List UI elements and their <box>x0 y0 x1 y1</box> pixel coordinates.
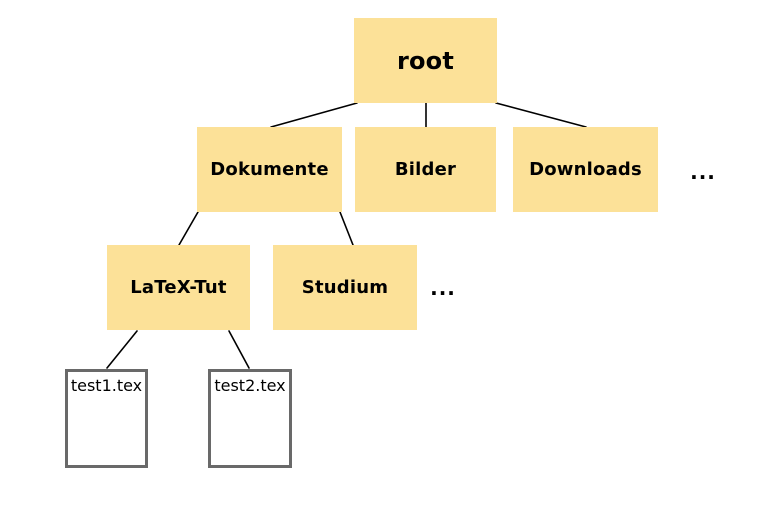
node-file-test2: test2.tex <box>208 369 292 468</box>
node-bilder: Bilder <box>355 127 496 212</box>
node-studium-label: Studium <box>301 277 389 298</box>
edge-root-downloads <box>495 102 587 128</box>
node-downloads: Downloads <box>513 127 658 212</box>
node-latex-tut: LaTeX-Tut <box>107 245 250 330</box>
node-dokumente-label: Dokumente <box>210 159 329 180</box>
node-downloads-label: Downloads <box>529 159 642 180</box>
more-siblings-ellipsis-level1: ... <box>690 160 716 184</box>
edge-latextut-test1 <box>106 330 138 369</box>
more-siblings-ellipsis-level2: ... <box>430 276 456 300</box>
node-file-test2-label: test2.tex <box>214 376 286 395</box>
node-file-test1: test1.tex <box>65 369 148 468</box>
edge-latextut-test2 <box>228 330 250 369</box>
node-dokumente: Dokumente <box>197 127 342 212</box>
node-file-test1-label: test1.tex <box>70 376 143 395</box>
node-bilder-label: Bilder <box>394 159 457 180</box>
node-root-label: root <box>396 46 455 75</box>
node-studium: Studium <box>273 245 417 330</box>
edge-root-dokumente <box>270 102 358 128</box>
edge-dokumente-latextut <box>178 211 199 246</box>
node-latex-tut-label: LaTeX-Tut <box>130 277 227 298</box>
node-root: root <box>354 18 497 103</box>
edge-dokumente-studium <box>339 211 354 246</box>
